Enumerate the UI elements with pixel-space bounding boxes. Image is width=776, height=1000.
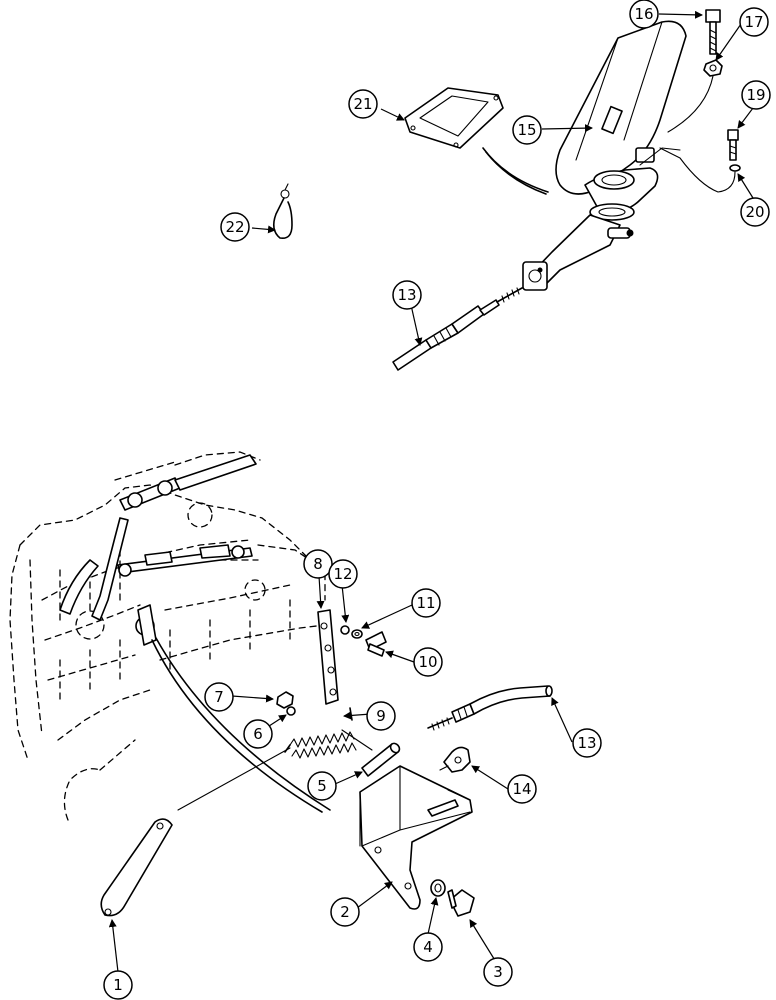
callout-label: 6 (253, 725, 263, 743)
callout-22: 22 (220, 212, 250, 242)
callout-label: 1 (113, 976, 123, 994)
callout-19: 19 (741, 80, 771, 110)
callout-15: 15 (512, 115, 542, 145)
callout-label: 21 (353, 95, 372, 113)
throttle-cable-lower (427, 685, 553, 731)
callout-11: 11 (411, 588, 441, 618)
bolt-10 (365, 631, 387, 657)
callout-16: 16 (629, 0, 659, 29)
callout-label: 11 (416, 594, 435, 612)
callout-label: 16 (634, 5, 653, 23)
callout-12: 12 (328, 559, 358, 589)
mounting-bracket-2 (359, 765, 473, 910)
callout-label: 20 (745, 203, 764, 221)
leader-lines (108, 10, 754, 973)
washer-6 (286, 706, 296, 716)
callout-17: 17 (739, 7, 769, 37)
callout-label: 14 (512, 780, 531, 798)
linkage-cable-b (155, 637, 331, 811)
callout-1: 1 (103, 970, 133, 1000)
callout-label: 4 (423, 938, 433, 956)
callout-21: 21 (348, 89, 378, 119)
callout-label: 12 (333, 565, 352, 583)
engine-linkage (59, 454, 257, 646)
callout-label: 22 (225, 218, 244, 236)
pedal-assembly (482, 20, 687, 291)
callout-14: 14 (507, 774, 537, 804)
callout-10: 10 (413, 647, 443, 677)
callout-label: 2 (340, 903, 350, 921)
washer-11 (351, 629, 363, 639)
callout-5: 5 (307, 771, 337, 801)
callout-8: 8 (303, 549, 333, 579)
bolt-3 (447, 889, 475, 917)
cable-clip-22 (272, 183, 293, 240)
callout-3: 3 (483, 957, 513, 987)
washer-20 (729, 164, 741, 172)
callout-label: 8 (313, 555, 323, 573)
bolt-19 (727, 129, 739, 161)
nut-7 (276, 691, 294, 709)
callout-4: 4 (413, 932, 443, 962)
link-strap-8 (317, 609, 339, 705)
callout-label: 7 (214, 688, 224, 706)
pin-5 (341, 729, 401, 777)
callout-label: 5 (317, 777, 327, 795)
callout-label: 13 (397, 286, 416, 304)
callout-13-lower: 13 (572, 728, 602, 758)
nut-17 (703, 59, 723, 77)
callout-label: 9 (376, 707, 386, 725)
callout-label: 19 (746, 86, 765, 104)
cable-clamp-14 (439, 746, 471, 773)
callout-6: 6 (243, 719, 273, 749)
pedal-boot-gasket (404, 87, 504, 149)
washer-4 (430, 879, 446, 897)
callout-20: 20 (740, 197, 770, 227)
bolt-16 (705, 9, 721, 55)
callout-label: 10 (418, 653, 437, 671)
guide-line-17 (667, 75, 714, 133)
linkage-cable-a (151, 639, 323, 813)
callout-7: 7 (204, 682, 234, 712)
guide-line-1 (177, 747, 291, 811)
lever-1 (100, 818, 173, 917)
callout-label: 13 (577, 734, 596, 752)
callout-label: 15 (517, 121, 536, 139)
callout-label: 3 (493, 963, 503, 981)
throttle-cable-upper (392, 287, 523, 371)
callout-2: 2 (330, 897, 360, 927)
callout-13-upper: 13 (392, 280, 422, 310)
callout-9: 9 (366, 701, 396, 731)
nut-12 (340, 625, 350, 635)
callout-label: 17 (744, 13, 763, 31)
guide-line-20 (659, 147, 736, 193)
engine-outline (9, 451, 326, 821)
